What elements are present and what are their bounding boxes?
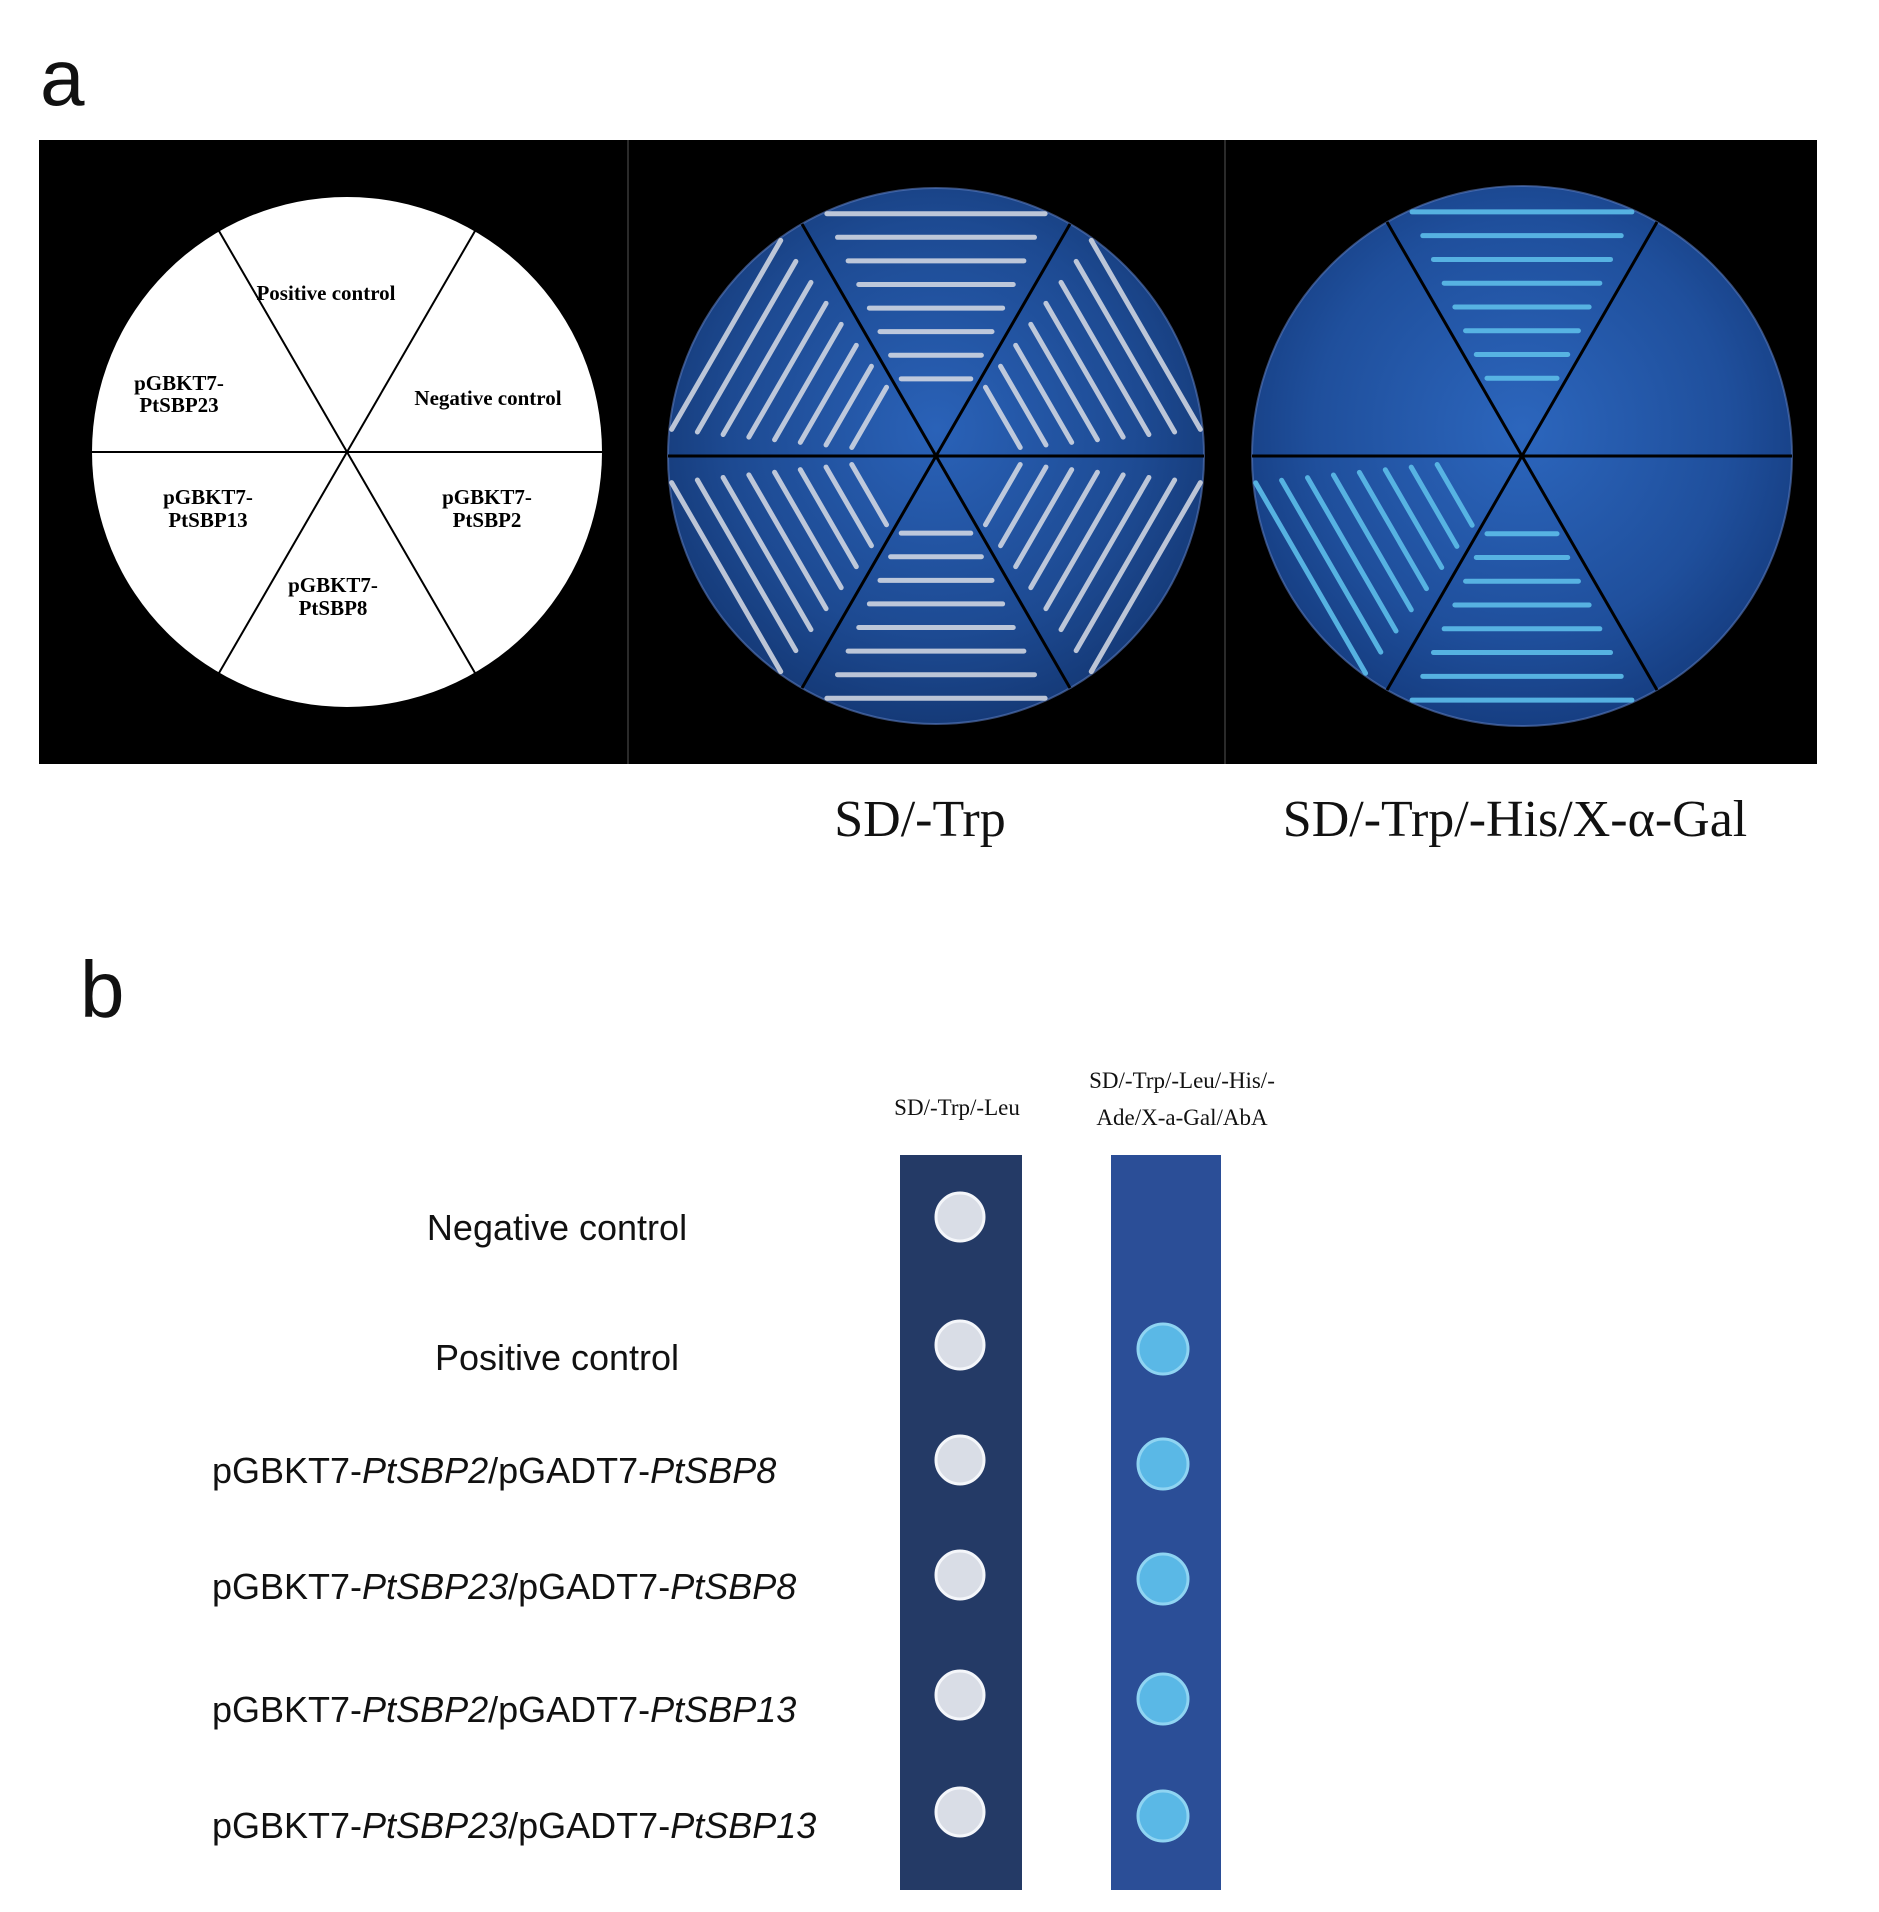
streak [982, 384, 1023, 451]
streak [669, 237, 784, 432]
diagram-label-sbp2-line2: PtSBP2 [453, 508, 522, 532]
diagram-label-sbp23-line2: PtSBP23 [139, 393, 218, 417]
streak [849, 461, 890, 528]
colony-spot-col1 [934, 1434, 986, 1486]
diagram-label-sbp13-line2: PtSBP13 [168, 508, 247, 532]
diagram-label-sbp8-line2: PtSBP8 [299, 596, 368, 620]
streak [1028, 469, 1100, 591]
streak [1028, 321, 1100, 443]
streak [746, 472, 829, 612]
spot-colonies [934, 1191, 1190, 1843]
panel-a-letter: a [40, 33, 85, 122]
strip-selective [1111, 1155, 1221, 1890]
column-header-selective-line1: SD/-Trp/-Leu/-His/- [1089, 1068, 1275, 1093]
diagram-label-sbp2-line1: pGBKT7- [442, 485, 532, 509]
streak [998, 464, 1049, 549]
row-label-sbp23-sbp8: pGBKT7-PtSBP23/pGADT7-PtSBP8 [212, 1566, 797, 1607]
colony-spot-col2 [1136, 1672, 1190, 1726]
streak [1330, 472, 1414, 613]
colony-spot-col1 [934, 1319, 986, 1371]
colony-spot-col1 [934, 1669, 986, 1721]
column-header-sd-trp-leu: SD/-Trp/-Leu [894, 1095, 1020, 1120]
streak [1058, 279, 1152, 438]
row-label-sbp2-sbp8: pGBKT7-PtSBP2/pGADT7-PtSBP8 [212, 1450, 777, 1491]
streak [1088, 480, 1203, 675]
streak [1043, 472, 1126, 612]
streak [998, 363, 1049, 448]
plate-sd-trp-his-xgal [1251, 185, 1793, 727]
row-label-sbp2-sbp13: pGBKT7-PtSBP2/pGADT7-PtSBP13 [212, 1689, 797, 1730]
streak [1058, 474, 1152, 633]
diagram-label-negative-control: Negative control [414, 386, 561, 410]
streak [1073, 477, 1178, 654]
row-label-positive-control: Positive control [434, 1337, 680, 1378]
diagram-label-sbp23-line1: pGBKT7- [134, 371, 224, 395]
streak [746, 300, 829, 440]
streak [694, 477, 799, 654]
colony-spot-col1 [934, 1191, 986, 1243]
figure-a-image-strip: Positive control Negative control pGBKT7… [39, 140, 1817, 764]
colony-spot-col2 [1136, 1552, 1190, 1606]
streak [720, 279, 814, 438]
diagram-label-positive-control: Positive control [256, 281, 395, 305]
colony-spot-col1 [934, 1786, 986, 1838]
sector-diagram: Positive control Negative control pGBKT7… [92, 197, 602, 707]
streak [1434, 462, 1475, 528]
streak [1043, 300, 1126, 440]
streak [1073, 258, 1178, 435]
streak [823, 464, 874, 549]
streak [1382, 467, 1445, 570]
streak [1279, 477, 1384, 655]
medium-label-sd-trp-his-xgal: SD/-Trp/-His/X-α-Gal [1282, 791, 1748, 848]
diagram-label-sbp8-line1: pGBKT7- [288, 573, 378, 597]
streak [797, 342, 859, 445]
colony-spot-col2 [1136, 1322, 1190, 1376]
colony-spot-col2 [1136, 1789, 1190, 1843]
figure-a-svg: Positive control Negative control pGBKT7… [92, 140, 1793, 764]
plate-sd-trp [667, 187, 1205, 725]
streak [1088, 237, 1203, 432]
streak [823, 363, 874, 448]
streak [982, 461, 1023, 528]
spot-assay-strips [900, 1155, 1221, 1890]
panel-b-letter: b [80, 945, 125, 1034]
streak [1253, 480, 1369, 676]
streak [772, 321, 844, 443]
column-header-selective-line2: Ade/X-a-Gal/AbA [1096, 1105, 1268, 1130]
plate1-streaks [669, 211, 1203, 701]
streak [1305, 475, 1399, 634]
medium-label-sd-trp: SD/-Trp [834, 791, 1006, 848]
streak [772, 469, 844, 591]
colony-spot-col1 [934, 1549, 986, 1601]
streak [797, 467, 859, 570]
streak [1013, 342, 1075, 445]
colony-spot-col2 [1136, 1437, 1190, 1491]
streak [720, 474, 814, 633]
streak [849, 384, 890, 451]
plate2-streaks [1253, 209, 1635, 703]
streak [694, 258, 799, 435]
diagram-label-sbp13-line1: pGBKT7- [163, 485, 253, 509]
strip-sd-trp-leu [900, 1155, 1022, 1890]
streak [1013, 467, 1075, 570]
row-label-negative-control: Negative control [426, 1207, 688, 1248]
row-label-sbp23-sbp13: pGBKT7-PtSBP23/pGADT7-PtSBP13 [212, 1805, 817, 1846]
streak [669, 480, 784, 675]
streak [1408, 464, 1460, 549]
streak [1356, 469, 1429, 592]
